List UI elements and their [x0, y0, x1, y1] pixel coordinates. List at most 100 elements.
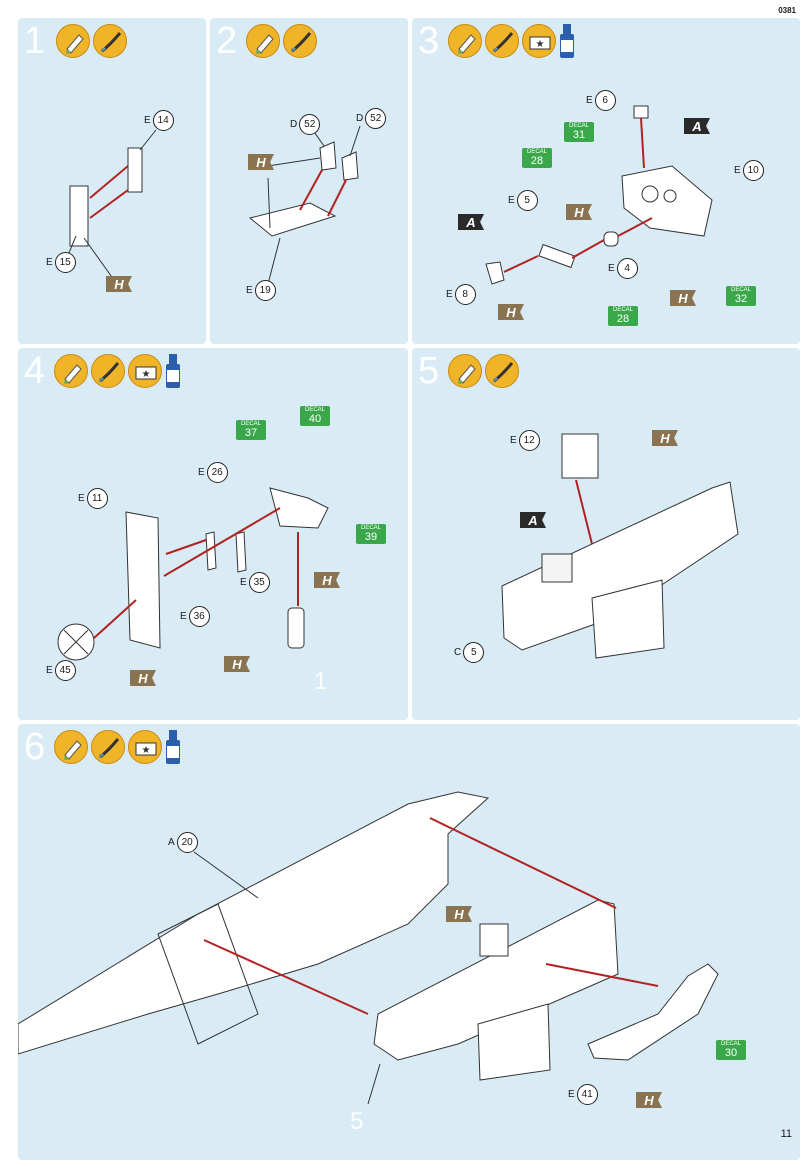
flag-h: H: [314, 572, 340, 588]
part-number: 15: [54, 252, 76, 273]
paint-brush-icon: [91, 354, 125, 388]
part-number: 26: [206, 462, 228, 483]
flag-h: H: [636, 1092, 662, 1108]
glue-icon: [56, 24, 90, 58]
step-number: 1: [24, 20, 46, 62]
part-number: 8: [454, 284, 476, 305]
part-letter: E: [608, 263, 615, 274]
part-letter: E: [508, 195, 515, 206]
flag-h: H: [652, 430, 678, 446]
paint-brush-icon: [485, 354, 519, 388]
part-letter: C: [454, 647, 462, 658]
part-letter: E: [46, 257, 53, 268]
step-3-drawing: [485, 105, 713, 285]
paint-brush-icon: [91, 730, 125, 764]
step-number: 3: [418, 20, 440, 62]
flag-h: H: [248, 154, 274, 170]
paint-brush-icon: [283, 24, 317, 58]
part-number: 35: [248, 572, 270, 593]
part-number: 20: [176, 832, 198, 853]
step-6-drawing: [18, 791, 719, 1105]
part-number: 52: [299, 114, 321, 135]
part-letter: E: [510, 435, 517, 446]
flag-h: H: [566, 204, 592, 220]
glue-icon: [448, 354, 482, 388]
part-letter: E: [46, 665, 53, 676]
part-letter: E: [246, 285, 253, 296]
step-1-drawing: [65, 129, 157, 281]
part-letter: E: [78, 493, 85, 504]
part-number: 52: [365, 108, 387, 129]
part-letter: E: [568, 1089, 575, 1100]
glue-icon: [246, 24, 280, 58]
document-code: 0381: [778, 6, 796, 15]
decal-water-icon: ★: [128, 354, 162, 388]
flag-a: A: [458, 214, 484, 230]
flag-h: H: [224, 656, 250, 672]
flag-h: H: [446, 906, 472, 922]
part-letter: E: [446, 289, 453, 300]
glue-icon: [54, 730, 88, 764]
part-letter: E: [198, 467, 205, 478]
part-letter: E: [240, 577, 247, 588]
part-number: 45: [54, 660, 76, 681]
part-number: 5: [463, 642, 485, 663]
part-letter: A: [168, 837, 175, 848]
subassembly-ref: 5: [350, 1108, 364, 1135]
step-number: 4: [24, 350, 46, 392]
step-4-drawing: [57, 487, 329, 661]
subassembly-ref: 1: [314, 668, 328, 695]
part-number: 11: [86, 488, 108, 509]
flag-h: H: [670, 290, 696, 306]
part-number: 5: [516, 190, 538, 211]
part-number: 36: [188, 606, 210, 627]
part-number: 41: [576, 1084, 598, 1105]
decal-water-icon: ★: [128, 730, 162, 764]
part-number: 6: [594, 90, 616, 111]
flag-a: A: [684, 118, 710, 134]
flag-h: H: [106, 276, 132, 292]
part-number: 19: [254, 280, 276, 301]
decal-soft-bottle-icon: [165, 730, 181, 764]
step-number: 5: [418, 350, 440, 392]
paint-brush-icon: [485, 24, 519, 58]
svg-text:★: ★: [142, 745, 151, 756]
part-letter: D: [356, 113, 364, 124]
part-number: 10: [742, 160, 764, 181]
part-letter: E: [144, 115, 151, 126]
step-2-drawing: [248, 125, 361, 285]
step-number: 6: [24, 726, 46, 768]
part-letter: D: [290, 119, 298, 130]
step-number: 2: [216, 20, 238, 62]
glue-icon: [54, 354, 88, 388]
part-letter: E: [734, 165, 741, 176]
step-5-drawing: [501, 433, 739, 659]
decal-water-icon: ★: [522, 24, 556, 58]
glue-icon: [448, 24, 482, 58]
page-number: 11: [780, 1128, 792, 1140]
part-number: 12: [518, 430, 540, 451]
svg-text:★: ★: [536, 39, 545, 50]
svg-text:★: ★: [142, 369, 151, 380]
paint-brush-icon: [93, 24, 127, 58]
decal-soft-bottle-icon: [559, 24, 575, 58]
decal-soft-bottle-icon: [165, 354, 181, 388]
flag-h: H: [130, 670, 156, 686]
part-number: 14: [152, 110, 174, 131]
flag-h: H: [498, 304, 524, 320]
part-number: 4: [616, 258, 638, 279]
